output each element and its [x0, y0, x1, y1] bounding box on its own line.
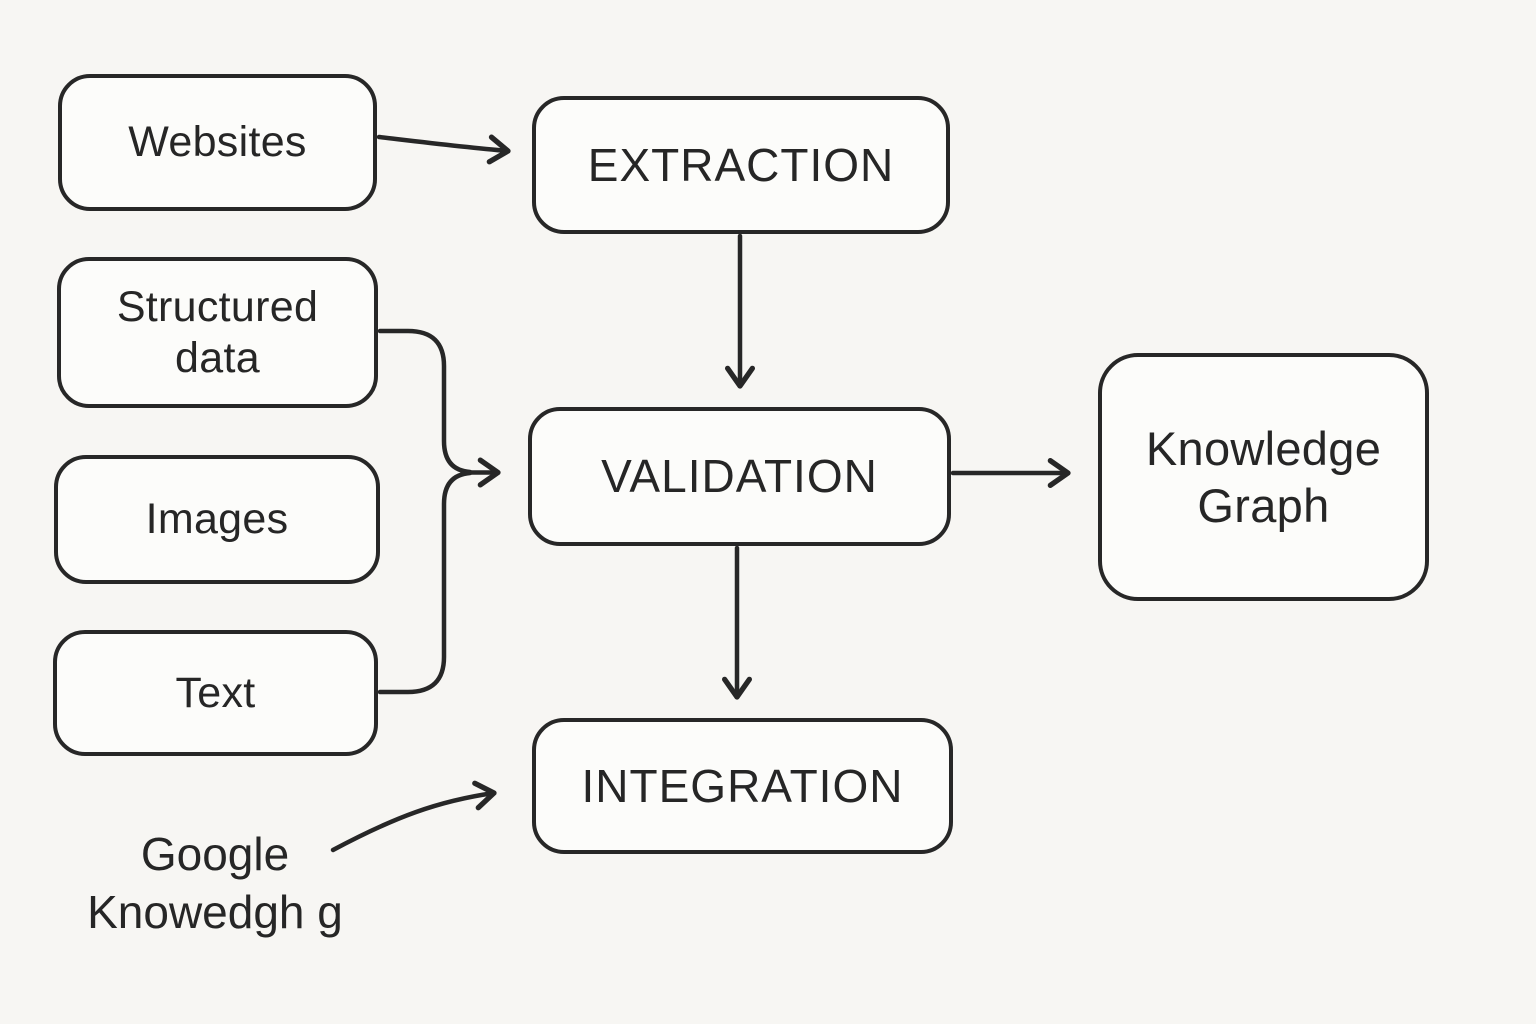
node-knowledge-graph: Knowledge Graph — [1098, 353, 1429, 601]
merge-brace-top — [377, 328, 473, 475]
node-text-label: Text — [175, 668, 256, 717]
node-structured-data: Structured data — [57, 257, 378, 408]
node-websites-label: Websites — [128, 118, 307, 167]
label-google-knowledge-line2: Knowedgh g — [87, 885, 343, 938]
merge-brace-bottom — [377, 470, 473, 695]
node-structured-data-label: Structured data — [116, 282, 319, 382]
node-text: Text — [53, 630, 378, 756]
node-extraction: EXTRACTION — [532, 96, 950, 234]
node-knowledge-graph-label: Knowledge Graph — [1145, 421, 1382, 532]
node-validation: VALIDATION — [528, 407, 951, 546]
node-integration-label: INTEGRATION — [581, 759, 904, 812]
edge-google-integration — [330, 780, 497, 853]
node-images-label: Images — [145, 495, 289, 544]
node-images: Images — [54, 455, 380, 584]
node-websites: Websites — [58, 74, 377, 211]
label-google-knowledge-line1: Google — [140, 828, 290, 880]
edge-websites-extraction — [376, 134, 511, 165]
node-integration: INTEGRATION — [532, 718, 953, 854]
node-extraction-label: EXTRACTION — [587, 138, 895, 191]
label-google-knowledge: Google Knowedgh g — [60, 826, 370, 941]
node-validation-label: VALIDATION — [601, 450, 878, 503]
